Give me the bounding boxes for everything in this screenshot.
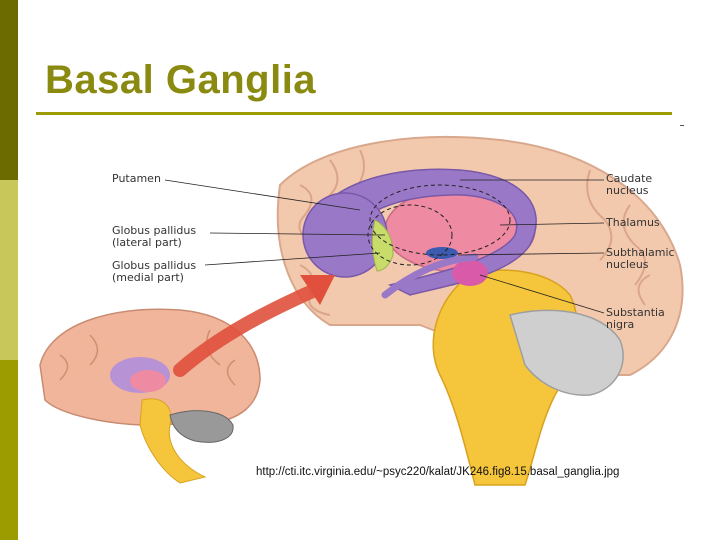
label-substantia-nigra: Substantia nigra <box>606 307 665 331</box>
image-source-caption: http://cti.itc.virginia.edu/~psyc220/kal… <box>256 466 619 478</box>
slide-title: Basal Ganglia <box>45 58 316 103</box>
title-underline <box>36 112 672 115</box>
basal-ganglia-illustration: Putamen Globus pallidus (lateral part) G… <box>30 125 692 490</box>
small-thalamus <box>130 370 166 392</box>
label-globus-pallidus-medial: Globus pallidus (medial part) <box>112 260 196 284</box>
label-caudate-nucleus: Caudate nucleus <box>606 173 652 197</box>
label-thalamus: Thalamus <box>606 217 660 229</box>
label-subthalamic-nucleus: Subthalamic nucleus <box>606 247 675 271</box>
left-accent-bar-bottom <box>0 360 18 540</box>
left-accent-bar-middle <box>0 180 18 360</box>
label-globus-pallidus-lateral: Globus pallidus (lateral part) <box>112 225 196 249</box>
substantia-nigra-shape <box>452 260 488 286</box>
left-accent-bar-top <box>0 0 18 180</box>
label-putamen: Putamen <box>112 173 161 185</box>
